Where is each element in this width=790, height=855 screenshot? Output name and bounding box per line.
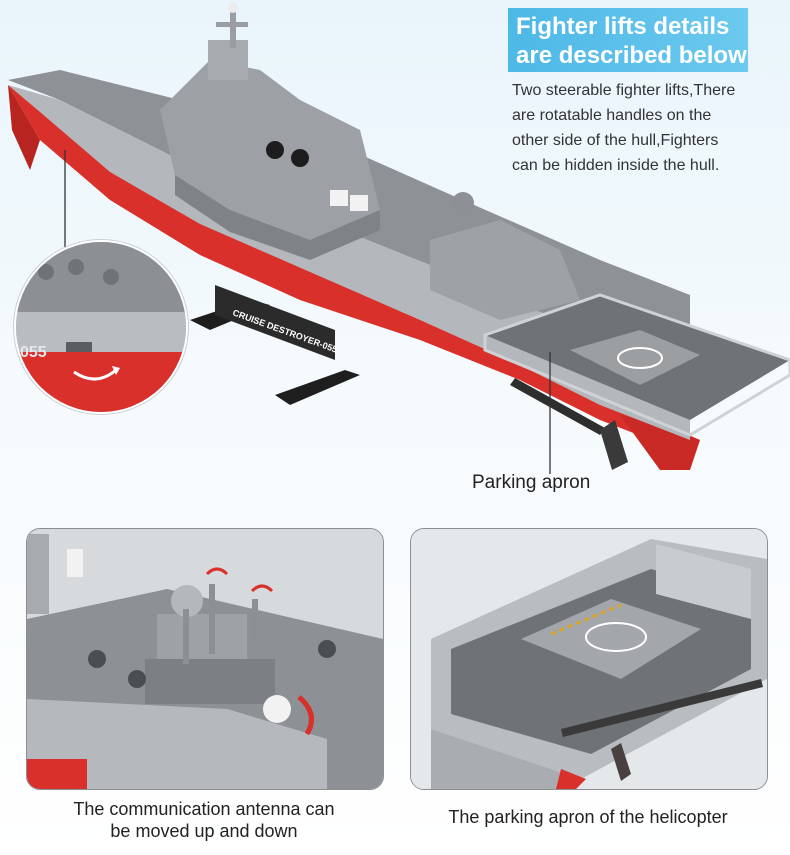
antenna-caption-line-2: be moved up and down — [110, 821, 298, 841]
heading-line-1: Fighter lifts details — [516, 13, 730, 40]
helipad-caption-text: The parking apron of the helicopter — [448, 807, 728, 827]
helipad-caption: The parking apron of the helicopter — [410, 806, 766, 828]
description-line: can be hidden inside the hull. — [512, 157, 720, 174]
destroyer-model-image: CRUISE DESTROYER-055 — [8, 3, 790, 474]
description-line: other side of the hull,Fighters — [512, 132, 719, 149]
helipad-detail-image — [411, 529, 767, 789]
helipad-detail-panel — [410, 528, 768, 790]
hull-handle-inset: 055 — [14, 240, 188, 414]
antenna-caption-line-1: The communication antenna can — [73, 799, 335, 819]
antenna-caption: The communication antenna can be moved u… — [26, 798, 382, 842]
heading-banner: Fighter lifts details are described belo… — [508, 8, 748, 72]
antenna-detail-image — [27, 529, 383, 789]
hull-number: 055 — [20, 344, 47, 361]
hull-handle-inset-image: 055 — [16, 242, 186, 412]
antenna-detail-panel — [26, 528, 384, 790]
description-line: are rotatable handles on the — [512, 107, 712, 124]
heading-line-2: are described below — [516, 42, 747, 69]
description-text: Two steerable fighter lifts,There are ro… — [512, 78, 782, 178]
description-line: Two steerable fighter lifts,There — [512, 82, 736, 99]
parking-apron-label: Parking apron — [472, 472, 591, 493]
